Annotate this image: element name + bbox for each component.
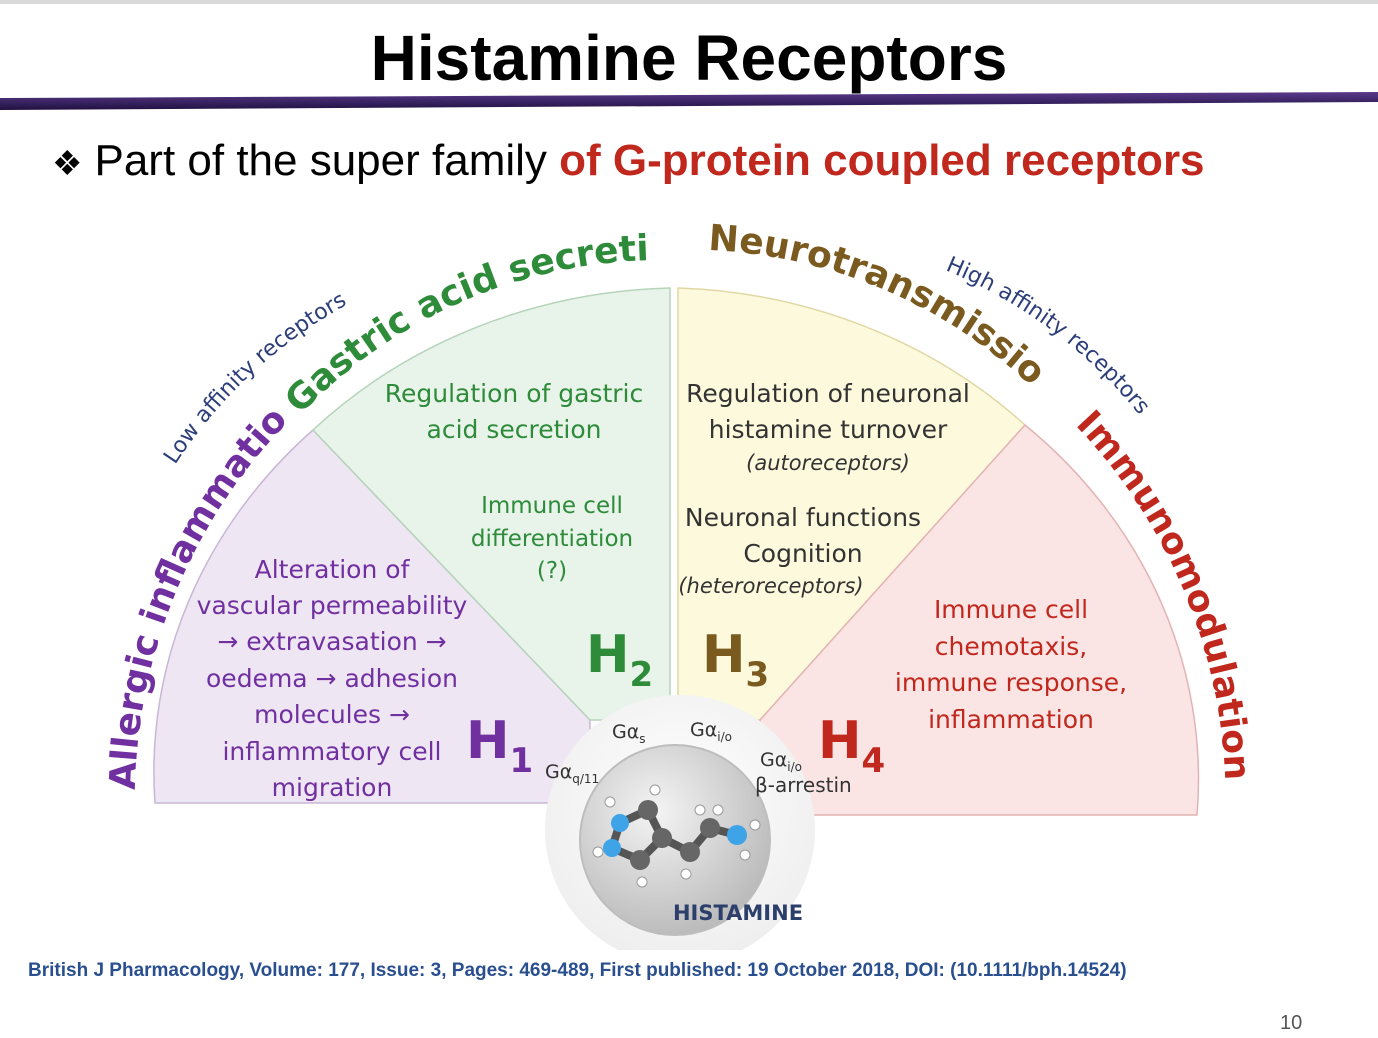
svg-text:molecules →: molecules → <box>254 700 410 729</box>
svg-text:inflammatory cell: inflammatory cell <box>222 737 441 766</box>
svg-text:acid secretion: acid secretion <box>427 415 602 444</box>
bullet-point: ❖ Part of the super family of G-protein c… <box>52 134 1205 191</box>
citation: British J Pharmacology, Volume: 177, Iss… <box>28 960 1127 981</box>
svg-text:Neuronal functions: Neuronal functions <box>685 503 921 532</box>
h3-description: Regulation of neuronal histamine turnove… <box>678 379 969 598</box>
svg-text:chemotaxis,: chemotaxis, <box>935 632 1087 661</box>
h1-description: Alteration of vascular permeability → ex… <box>197 555 468 802</box>
svg-text:(autoreceptors): (autoreceptors) <box>746 451 910 475</box>
svg-text:Alteration of: Alteration of <box>255 555 411 584</box>
h2-sector <box>311 287 671 721</box>
h1-sector <box>153 428 591 804</box>
histamine-label: HISTAMINE <box>673 901 803 925</box>
h4-beta-arrestin: β-arrestin <box>755 773 852 797</box>
histamine-receptor-diagram: HISTAMINE Low affinity receptors Allergi… <box>0 220 1257 950</box>
svg-text:immune response,: immune response, <box>895 668 1127 697</box>
top-border <box>0 0 1378 4</box>
h4-sector <box>759 423 1200 816</box>
svg-text:(heteroreceptors): (heteroreceptors) <box>678 574 863 598</box>
page-number: 10 <box>1280 1012 1303 1034</box>
svg-text:(?): (?) <box>537 558 567 584</box>
histamine-molecule-icon <box>592 784 761 888</box>
title-underline-bar <box>0 92 1378 110</box>
h4-receptor-label: H4 <box>818 711 885 781</box>
svg-text:Immune cell: Immune cell <box>934 595 1088 624</box>
bullet-text: Part of the super family <box>94 136 560 185</box>
svg-text:inflammation: inflammation <box>928 705 1094 734</box>
svg-text:differentiation: differentiation <box>471 526 633 552</box>
h2-immune-description: Immune cell differentiation (?) <box>471 493 633 584</box>
svg-text:Regulation of neuronal: Regulation of neuronal <box>686 379 970 408</box>
h4-coupling: Gαi/o <box>760 749 802 774</box>
h4-description: Immune cell chemotaxis, immune response,… <box>895 595 1127 734</box>
svg-text:vascular permeability: vascular permeability <box>197 591 468 620</box>
histamine-ball <box>579 744 771 936</box>
h2-receptor-label: H2 <box>586 625 653 695</box>
h2-coupling: Gαs <box>612 721 646 746</box>
h2-description: Regulation of gastric acid secretion <box>385 379 643 444</box>
svg-text:Regulation of gastric: Regulation of gastric <box>385 379 643 408</box>
svg-text:Immune cell: Immune cell <box>481 493 623 519</box>
h3-receptor-label: H3 <box>702 625 769 695</box>
svg-text:→ extravasation →: → extravasation → <box>217 627 446 656</box>
h1-receptor-label: H1 <box>466 711 533 781</box>
svg-text:oedema → adhesion: oedema → adhesion <box>206 664 458 693</box>
svg-text:histamine turnover: histamine turnover <box>709 415 948 444</box>
slide-title: Histamine Receptors <box>370 22 1008 94</box>
svg-text:migration: migration <box>272 773 393 802</box>
h3-sector <box>677 287 1027 721</box>
svg-text:Cognition: Cognition <box>743 539 862 568</box>
h3-coupling: Gαi/o <box>690 719 732 744</box>
bullet-highlight: of G-protein coupled receptors <box>559 136 1205 185</box>
h1-coupling: Gαq/11 <box>545 761 599 786</box>
diamond-bullet-icon: ❖ <box>52 145 83 183</box>
